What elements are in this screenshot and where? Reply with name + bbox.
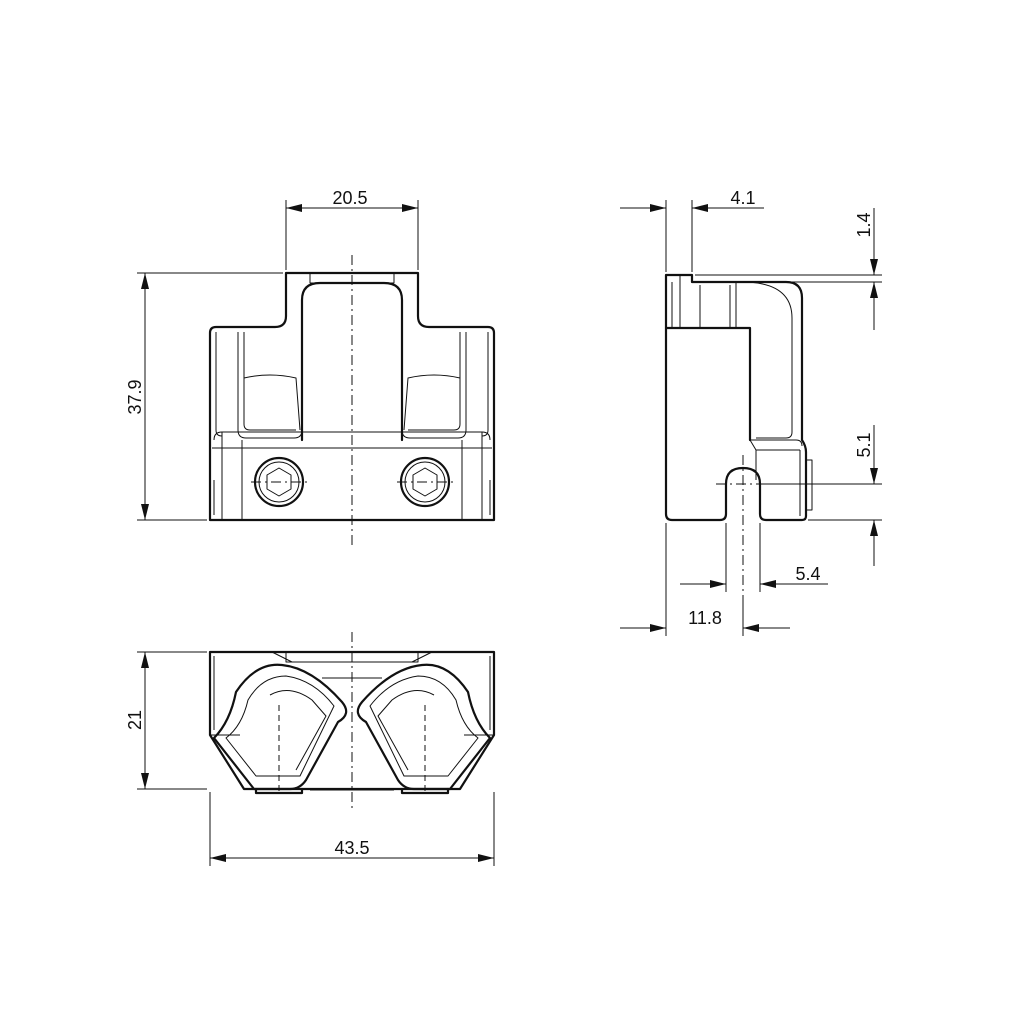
dim-side-slot-height: 5.1 [760, 425, 882, 566]
dim-label-4-1: 4.1 [730, 188, 755, 208]
dim-bottom-width: 43.5 [209, 792, 495, 866]
dim-label-1-4: 1.4 [854, 212, 874, 237]
front-view [208, 255, 496, 545]
dim-side-lip: 1.4 [695, 208, 882, 330]
dim-front-top-width: 20.5 [285, 188, 419, 270]
dim-front-height: 37.9 [125, 272, 283, 521]
dim-label-5-1: 5.1 [854, 432, 874, 457]
dim-label-43-5: 43.5 [334, 838, 369, 858]
side-view [664, 273, 822, 600]
dim-label-20-5: 20.5 [332, 188, 367, 208]
dim-bottom-height: 21 [125, 651, 207, 790]
dim-side-depth: 11.8 [620, 523, 790, 636]
dim-label-21: 21 [125, 710, 145, 730]
dim-side-slot-width: 5.4 [680, 523, 828, 592]
dim-label-37-9: 37.9 [125, 379, 145, 414]
dim-side-flange: 4.1 [620, 188, 764, 272]
dim-label-5-4: 5.4 [795, 564, 820, 584]
bottom-view [208, 632, 496, 810]
dim-label-11-8: 11.8 [688, 608, 722, 628]
